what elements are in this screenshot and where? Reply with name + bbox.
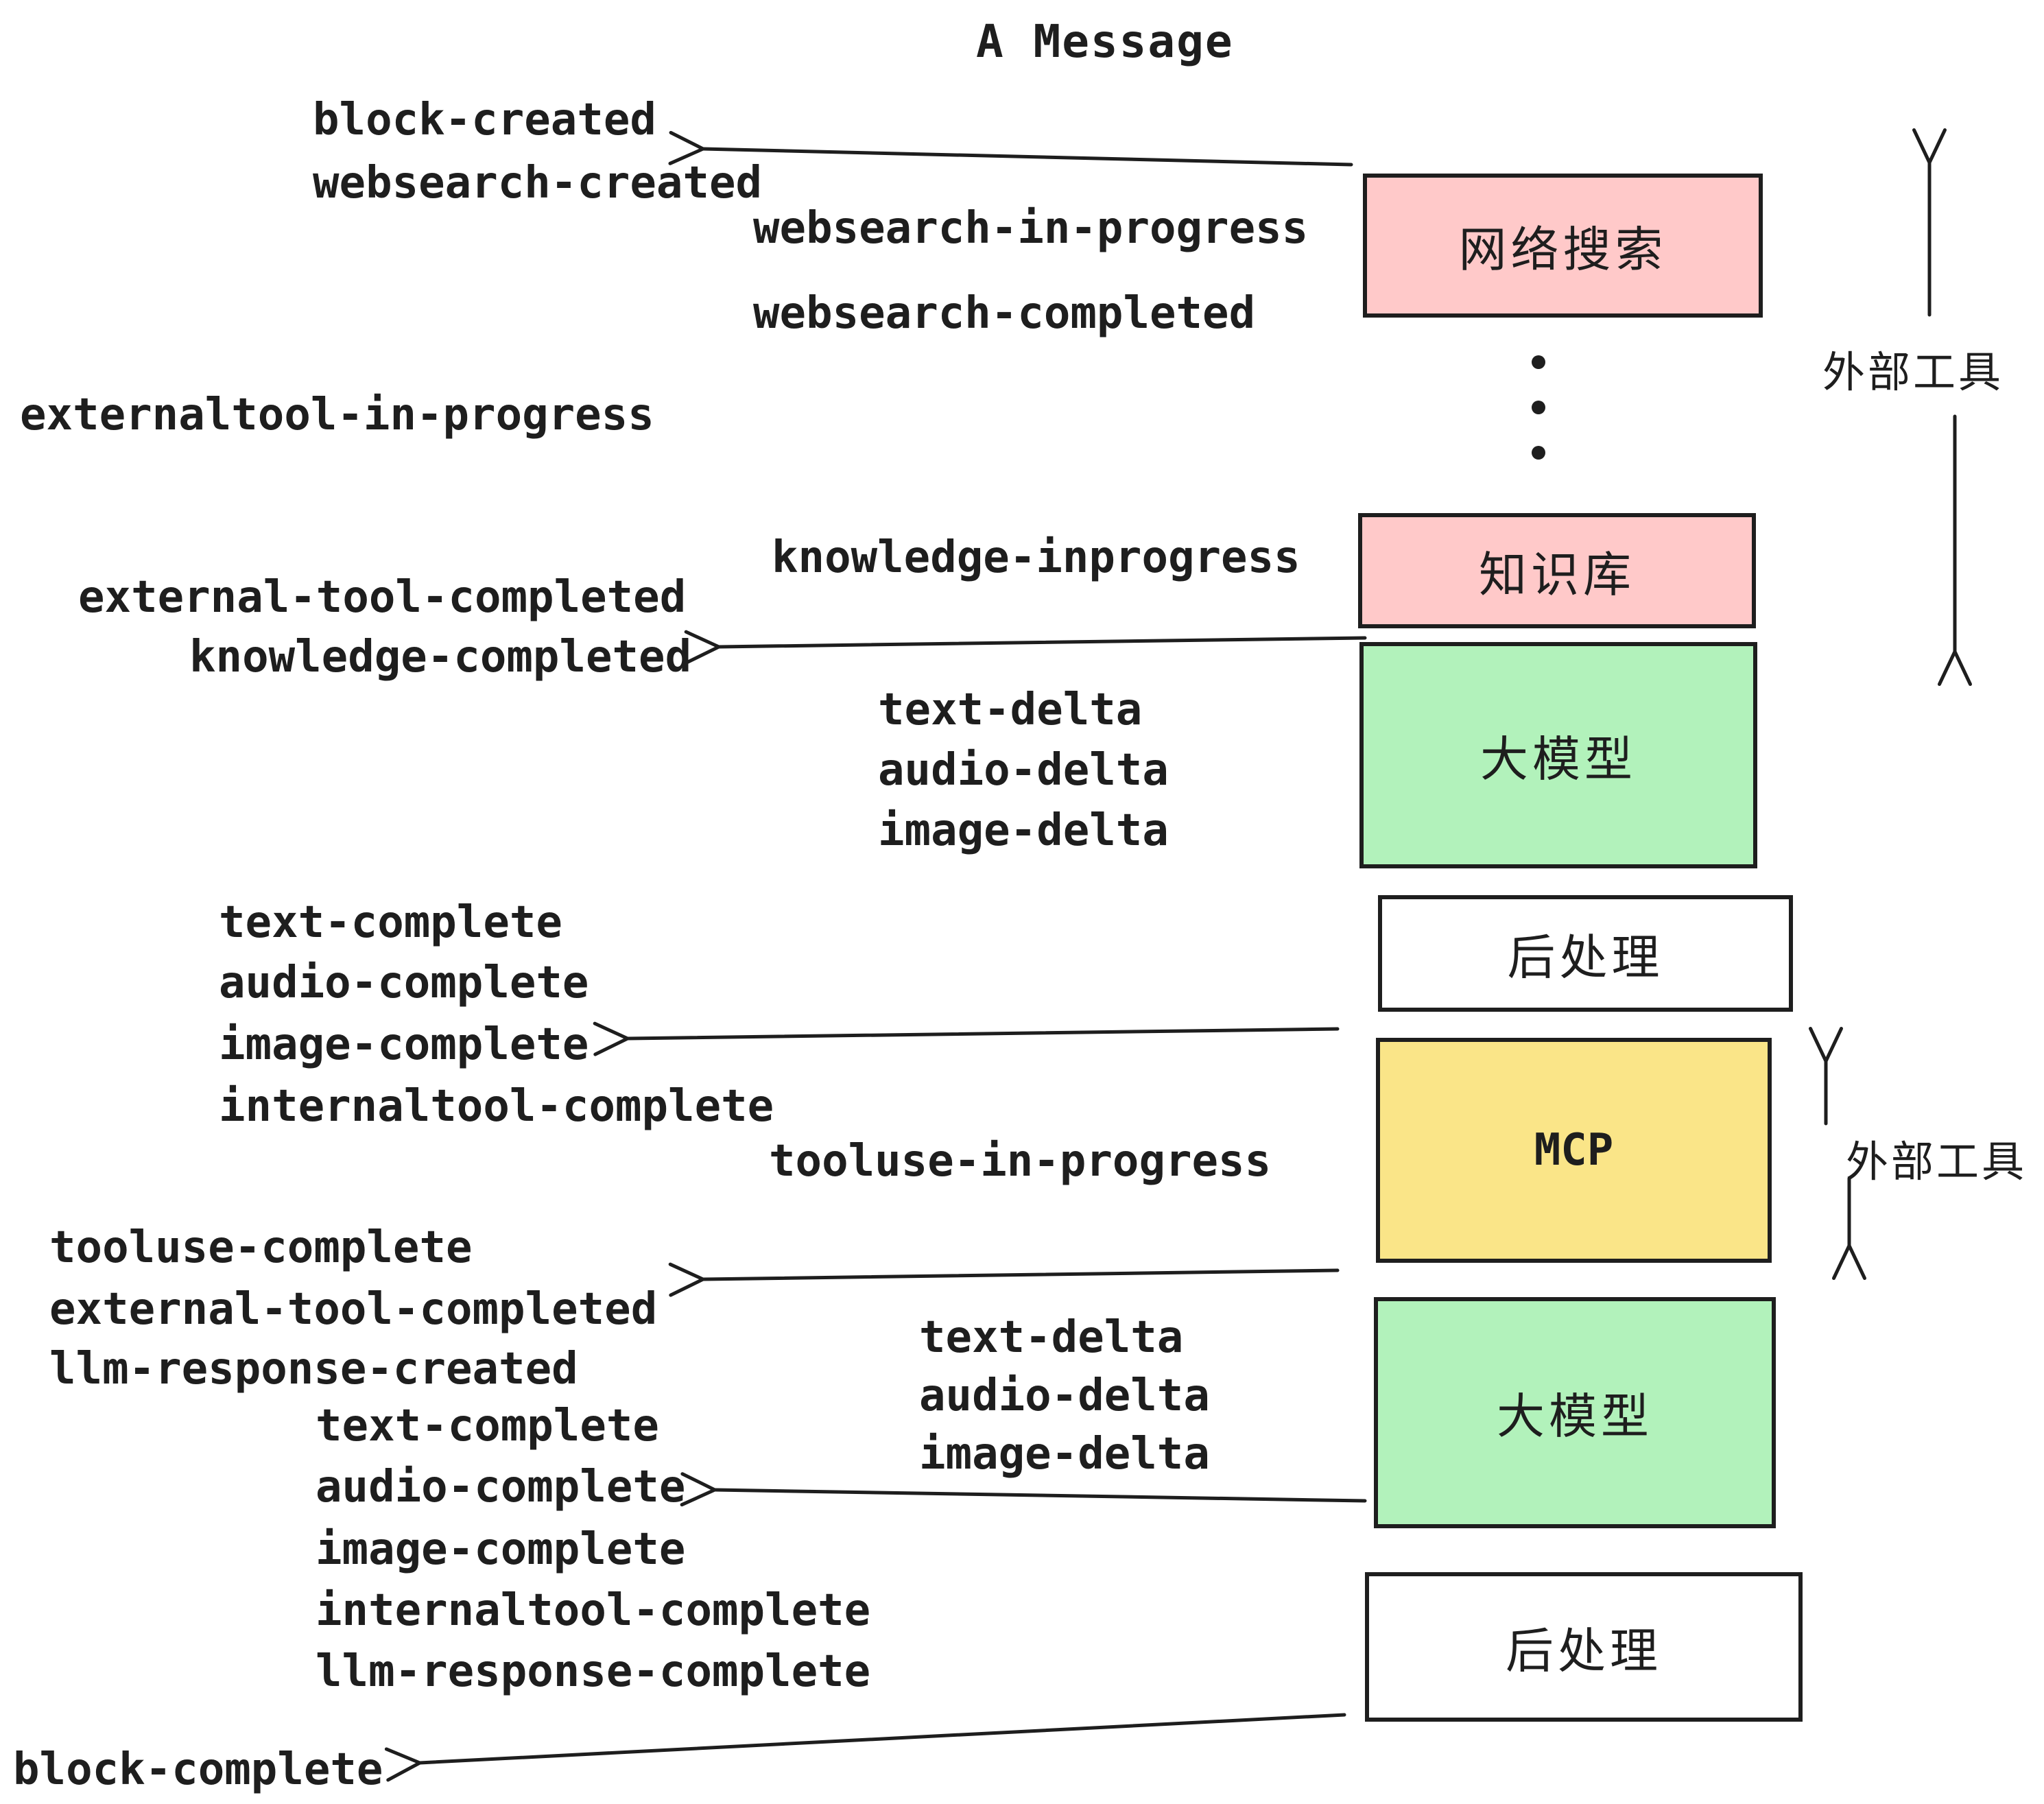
box-llm-2: 大模型 <box>1374 1297 1776 1528</box>
box-llm-1-label: 大模型 <box>1480 731 1637 787</box>
label-audio-complete: audio-complete <box>316 1462 686 1512</box>
label-audio-delta: audio-delta <box>878 745 1169 796</box>
diagram-title: A Message <box>976 15 1234 68</box>
label-block-created: block-created <box>313 95 656 145</box>
arrow-to-audio-complete <box>680 1472 1367 1507</box>
label-tooluse-complete: tooluse-complete <box>49 1222 473 1273</box>
label-image-delta: image-delta <box>878 805 1169 856</box>
label-image-delta: image-delta <box>919 1429 1210 1480</box>
box-post-1-label: 后处理 <box>1507 929 1664 986</box>
ellipsis-dot-3 <box>1532 446 1545 460</box>
label-internaltool-complete: internaltool-complete <box>316 1585 871 1636</box>
box-websearch-label: 网络搜索 <box>1458 221 1667 278</box>
label-block-complete: block-complete <box>13 1744 383 1795</box>
box-knowledge: 知识库 <box>1358 513 1756 628</box>
box-knowledge-label: 知识库 <box>1479 546 1635 603</box>
arrow-to-block-created <box>668 130 1353 167</box>
label-llm-response-created: llm-response-created <box>49 1344 578 1394</box>
ellipsis-dot-2 <box>1532 401 1545 414</box>
label-websearch-created: websearch-created <box>313 158 763 209</box>
side-label-external-tools-1: 外部工具 <box>1822 347 2004 397</box>
label-websearch-in-progress: websearch-in-progress <box>753 203 1309 254</box>
label-llm-response-complete: llm-response-complete <box>316 1646 871 1697</box>
label-image-complete: image-complete <box>316 1524 686 1575</box>
label-text-complete: text-complete <box>219 897 562 948</box>
box-post-2-label: 后处理 <box>1506 1622 1662 1679</box>
arrow-to-block-complete <box>384 1713 1346 1782</box>
box-websearch: 网络搜索 <box>1363 174 1763 318</box>
label-audio-delta: audio-delta <box>919 1370 1210 1421</box>
side-label-external-tools-2: 外部工具 <box>1846 1137 2028 1187</box>
box-llm-1: 大模型 <box>1359 642 1757 868</box>
label-internaltool-complete: internaltool-complete <box>219 1081 774 1132</box>
label-external-tool-completed: external-tool-completed <box>49 1284 658 1335</box>
label-knowledge-completed: knowledge-completed <box>189 632 692 683</box>
arrow-to-knowledge-completed <box>684 630 1367 665</box>
label-audio-complete: audio-complete <box>219 958 589 1008</box>
arrow-to-tooluse-complete <box>668 1262 1340 1297</box>
box-llm-2-label: 大模型 <box>1497 1388 1653 1445</box>
label-external-tool-completed: external-tool-completed <box>78 572 687 623</box>
label-image-complete: image-complete <box>219 1019 589 1070</box>
label-text-delta: text-delta <box>878 685 1143 735</box>
ellipsis-dot-1 <box>1532 355 1545 369</box>
label-websearch-completed: websearch-completed <box>753 288 1256 339</box>
label-knowledge-inprogress: knowledge-inprogress <box>772 532 1300 583</box>
arrow-to-image-complete <box>593 1021 1340 1056</box>
box-mcp-label: MCP <box>1534 1125 1614 1176</box>
box-post-2: 后处理 <box>1365 1572 1803 1722</box>
box-post-1: 后处理 <box>1378 895 1793 1012</box>
label-text-complete: text-complete <box>316 1401 659 1451</box>
box-mcp: MCP <box>1376 1038 1772 1263</box>
label-tooluse-in-progress: tooluse-in-progress <box>769 1136 1272 1187</box>
label-text-delta: text-delta <box>919 1312 1184 1363</box>
label-externaltool-in-progress: externaltool-in-progress <box>20 390 654 440</box>
